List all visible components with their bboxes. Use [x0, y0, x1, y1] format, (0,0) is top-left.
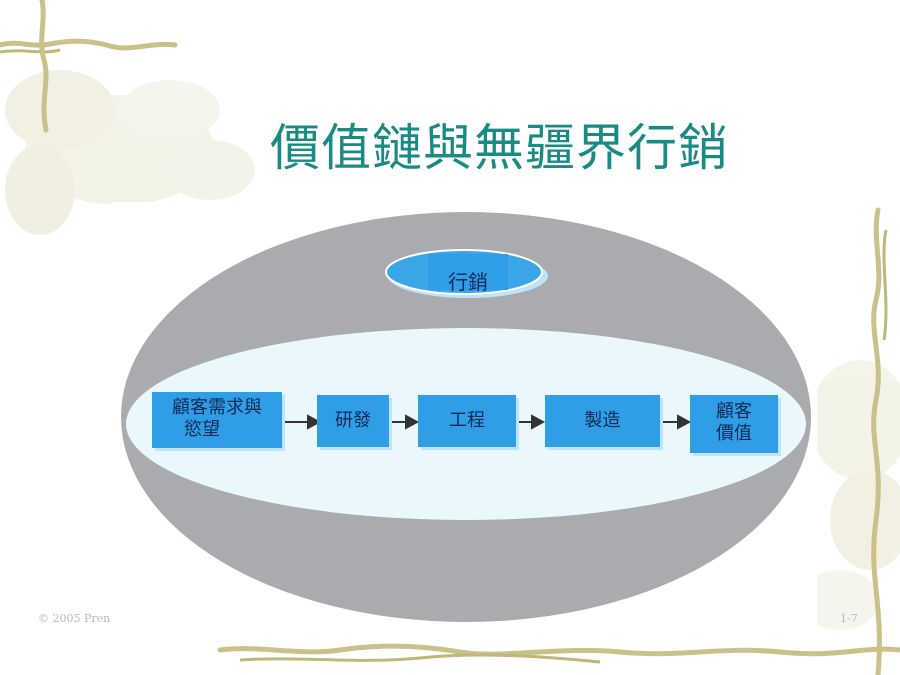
step-box-customer-value: 顧客 價值 [690, 395, 778, 453]
step-label: 顧客需求與 [172, 397, 262, 418]
arrow-2 [392, 414, 420, 430]
step-label: 顧客 [716, 401, 752, 422]
arrow-4 [662, 414, 692, 430]
step-label: 研發 [335, 410, 371, 431]
vine-left [39, 0, 49, 133]
step-box-engineering: 工程 [418, 395, 516, 447]
marketing-label: 行銷 [448, 270, 488, 294]
vine-bottom [217, 643, 900, 657]
step-label: 工程 [449, 410, 485, 431]
arrow-1 [284, 414, 322, 430]
step-label: 慾望 [184, 419, 220, 440]
step-label: 製造 [584, 410, 621, 431]
copyright-footer: © 2005 Pren [38, 612, 111, 625]
value-chain-diagram: 行銷 顧客需求與 慾望 研發 工程 製造 顧客 價值 [112, 202, 817, 640]
slide-title: 價值鏈與無疆界行銷 [270, 119, 729, 177]
step-box-rnd: 研發 [317, 395, 389, 447]
flower-decoration-top-left [5, 70, 255, 235]
vine-top [0, 38, 178, 51]
step-box-manufacturing: 製造 [545, 395, 660, 447]
step-label: 價值 [716, 423, 752, 444]
arrow-3 [517, 414, 546, 430]
step-box-customer-needs: 顧客需求與 慾望 [152, 392, 282, 448]
vine-right [871, 207, 882, 675]
slide-number: 1-7 [840, 612, 858, 625]
